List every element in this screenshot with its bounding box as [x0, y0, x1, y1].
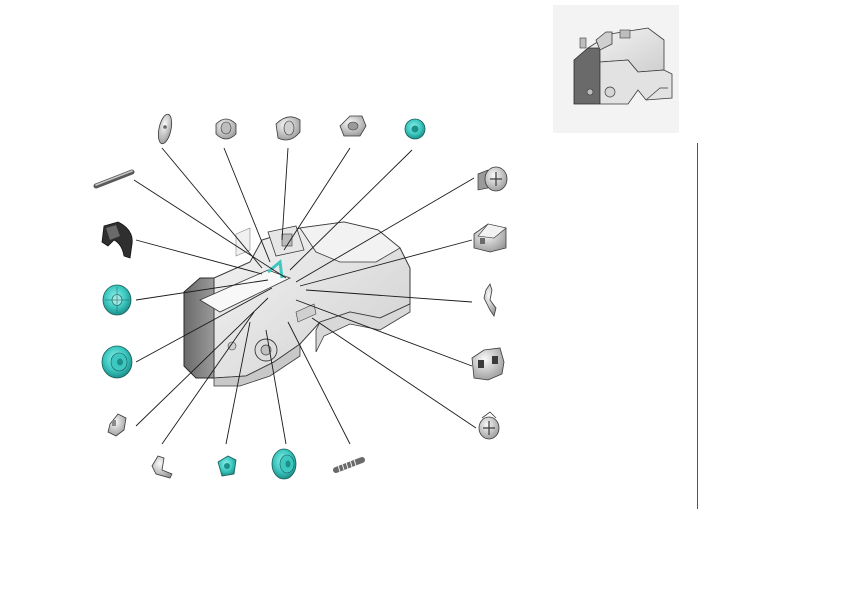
part-coil-spring [333, 457, 365, 473]
part-teal-bushing-top [404, 118, 426, 140]
part-pin-rod [93, 169, 135, 189]
part-cover-plate [473, 223, 507, 253]
part-teal-pulley-left [101, 345, 133, 379]
part-small-cap [215, 118, 237, 140]
part-wire-clip [483, 283, 497, 317]
thumbnail-assembly [573, 27, 673, 105]
part-round-cap [275, 116, 301, 141]
part-phillips-screw-bottom [478, 411, 500, 440]
part-small-hinge [107, 413, 127, 437]
part-teal-knob [217, 455, 237, 477]
divider-line [697, 143, 698, 509]
part-leaf-spring-top [157, 113, 173, 145]
part-latch-clip [339, 115, 367, 137]
part-mount-bracket [471, 347, 505, 381]
part-teal-gear-left [102, 284, 132, 316]
part-phillips-screw-top [477, 166, 508, 192]
part-c-bracket [101, 221, 133, 259]
leader-lines [133, 147, 477, 445]
part-teal-roller [271, 448, 297, 480]
part-lever-arm [151, 455, 173, 479]
